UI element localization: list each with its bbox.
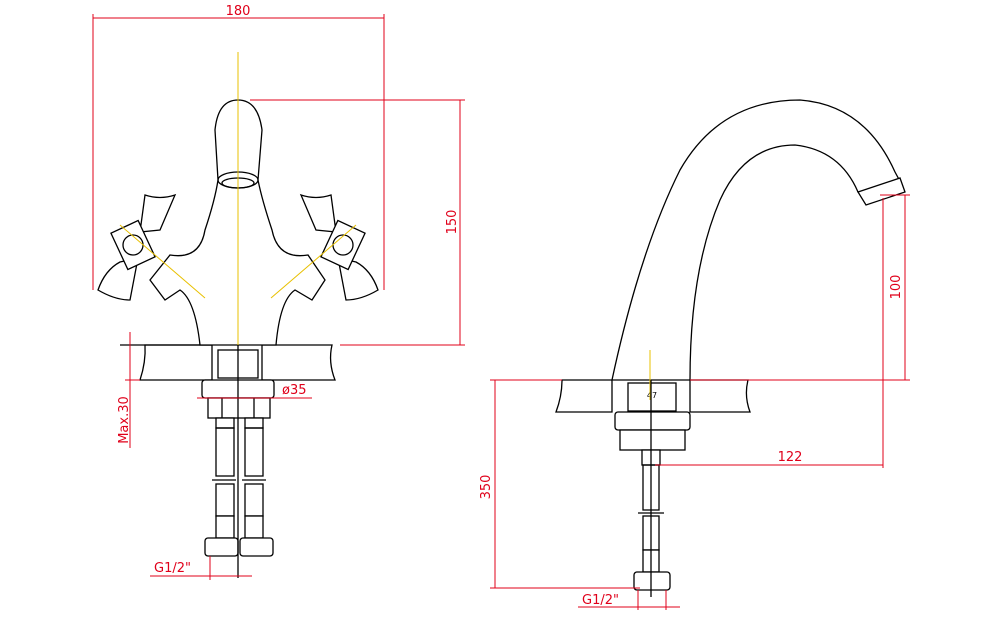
supply-hoses <box>201 345 275 578</box>
thread-size-label: G1/2" <box>582 593 619 608</box>
height-dimension-label: 150 <box>445 210 460 235</box>
spout-height-label: 100 <box>889 275 904 300</box>
spout <box>611 99 906 400</box>
spout-reach-label: 122 <box>778 450 803 465</box>
side-view: 47 100 122 350 G1/2" <box>479 99 910 610</box>
faucet-body <box>97 52 379 346</box>
width-dimension-label: 180 <box>226 4 251 19</box>
front-dimensions: 180 150 Max.30 ø35 G1/2" <box>92 4 465 580</box>
hose-length-label: 350 <box>479 475 494 500</box>
hole-size-label: 47 <box>647 391 657 400</box>
hole-diameter-label: ø35 <box>282 383 307 398</box>
side-dimensions: 100 122 350 G1/2" <box>479 194 910 610</box>
thread-size-label: G1/2" <box>154 561 191 576</box>
countertop-section: 47 <box>555 379 751 413</box>
countertop-section <box>120 344 336 381</box>
supply-hose <box>614 380 691 597</box>
counter-thickness-label: Max.30 <box>117 396 132 444</box>
front-view: 180 150 Max.30 ø35 G1/2" <box>92 4 465 580</box>
